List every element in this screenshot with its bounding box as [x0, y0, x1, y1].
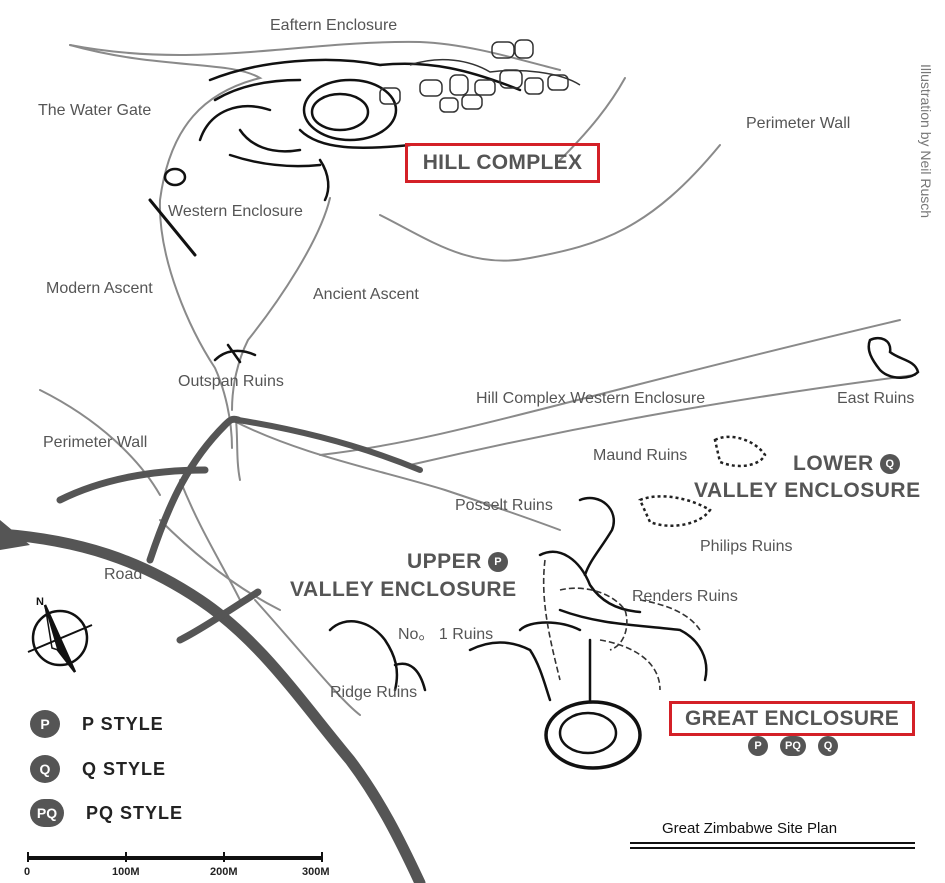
hill-east-ridge: [559, 77, 626, 161]
label-philips-ruins: Philips Ruins: [700, 538, 793, 555]
label-road: Road: [104, 566, 143, 583]
p-style-badge: P: [488, 552, 509, 573]
legend-p-style: P P STYLE: [30, 710, 164, 738]
scale-bar: [27, 852, 323, 862]
road-lower-spur: [176, 588, 262, 644]
label-ancient-ascent: Ancient Ascent: [313, 286, 419, 303]
map-title: Great Zimbabwe Site Plan: [662, 820, 838, 837]
great-enclosure-highlight: GREAT ENCLOSURE: [669, 701, 915, 736]
east-wall: [409, 374, 916, 466]
label-water-gate: The Water Gate: [38, 102, 152, 119]
road-spur: [159, 519, 281, 611]
main-road: [0, 528, 426, 883]
hill-complex-western-wall: [319, 319, 901, 456]
label-western-enclosure: Western Enclosure: [168, 203, 303, 220]
lower-valley-line2: VALLEY ENCLOSURE: [694, 479, 921, 502]
legend-q-style: Q Q STYLE: [30, 755, 166, 783]
label-perimeter-wall-w: Perimeter Wall: [43, 434, 148, 451]
upper-valley-word: UPPER: [407, 550, 482, 573]
hill-complex-highlight: HILL COMPLEX: [405, 143, 600, 183]
legend-pq-style: PQ PQ STYLE: [30, 799, 183, 827]
upper-valley-line1: UPPER P: [407, 550, 509, 574]
great-enclosure-title: GREAT ENCLOSURE: [684, 706, 900, 730]
q-style-badge: Q: [880, 454, 900, 475]
outspan-branch: [235, 419, 241, 481]
posselt-wall: [231, 419, 561, 531]
lower-valley-line1: LOWER Q: [793, 452, 900, 476]
legend-pq-badge: PQ: [30, 799, 64, 827]
legend-p-badge: P: [30, 710, 60, 738]
perimeter-wall-ne: [379, 144, 721, 262]
label-ridge-ruins: Ridge Ruins: [330, 684, 418, 701]
perimeter-wall-w: [39, 389, 161, 496]
label-no1-ruins: No。 1 Ruins: [398, 626, 494, 643]
label-east-ruins: East Ruins: [837, 390, 915, 407]
eastern-perimeter-path: [69, 40, 561, 71]
upper-valley-line2: VALLEY ENCLOSURE: [290, 578, 517, 601]
legend-q-label: Q STYLE: [82, 758, 167, 779]
ridge-path: [254, 599, 361, 716]
road-upper-branch: [146, 415, 242, 564]
pq-style-badge: PQ: [780, 736, 806, 756]
legend-q-badge: Q: [30, 755, 60, 783]
label-renders-ruins: Renders Ruins: [632, 588, 738, 605]
legend-pq-label: PQ STYLE: [86, 802, 184, 823]
label-posselt-ruins: Posselt Ruins: [455, 497, 553, 514]
scale-label-200: 200M: [210, 866, 238, 878]
q-style-badge: Q: [818, 736, 838, 756]
hill-complex-title: HILL COMPLEX: [422, 151, 583, 174]
label-eastern-enclosure: Eaftern Enclosure: [270, 17, 398, 34]
great-enclosure-badges: P PQ Q: [748, 736, 838, 756]
compass-north-label: N: [36, 596, 44, 608]
road-north-branch: [235, 417, 423, 473]
scale-label-100: 100M: [112, 866, 140, 878]
upper-valley-branch: [179, 479, 241, 601]
legend-p-label: P STYLE: [82, 713, 164, 734]
ancient-ascent-path: [231, 197, 331, 411]
label-hill-complex-western: Hill Complex Western Enclosure: [476, 390, 706, 407]
compass-icon: [27, 604, 93, 673]
p-style-badge: P: [748, 736, 768, 756]
road-loop: [56, 466, 209, 504]
scale-label-0: 0: [24, 866, 31, 878]
label-maund-ruins: Maund Ruins: [593, 447, 688, 464]
lower-valley-word: LOWER: [793, 452, 874, 475]
label-outspan-ruins: Outspan Ruins: [178, 373, 284, 390]
label-perimeter-wall-ne: Perimeter Wall: [746, 115, 851, 132]
illustration-credit: Illustration by Neil Rusch: [918, 64, 934, 219]
scale-label-300: 300M: [302, 866, 330, 878]
label-modern-ascent: Modern Ascent: [46, 280, 153, 297]
